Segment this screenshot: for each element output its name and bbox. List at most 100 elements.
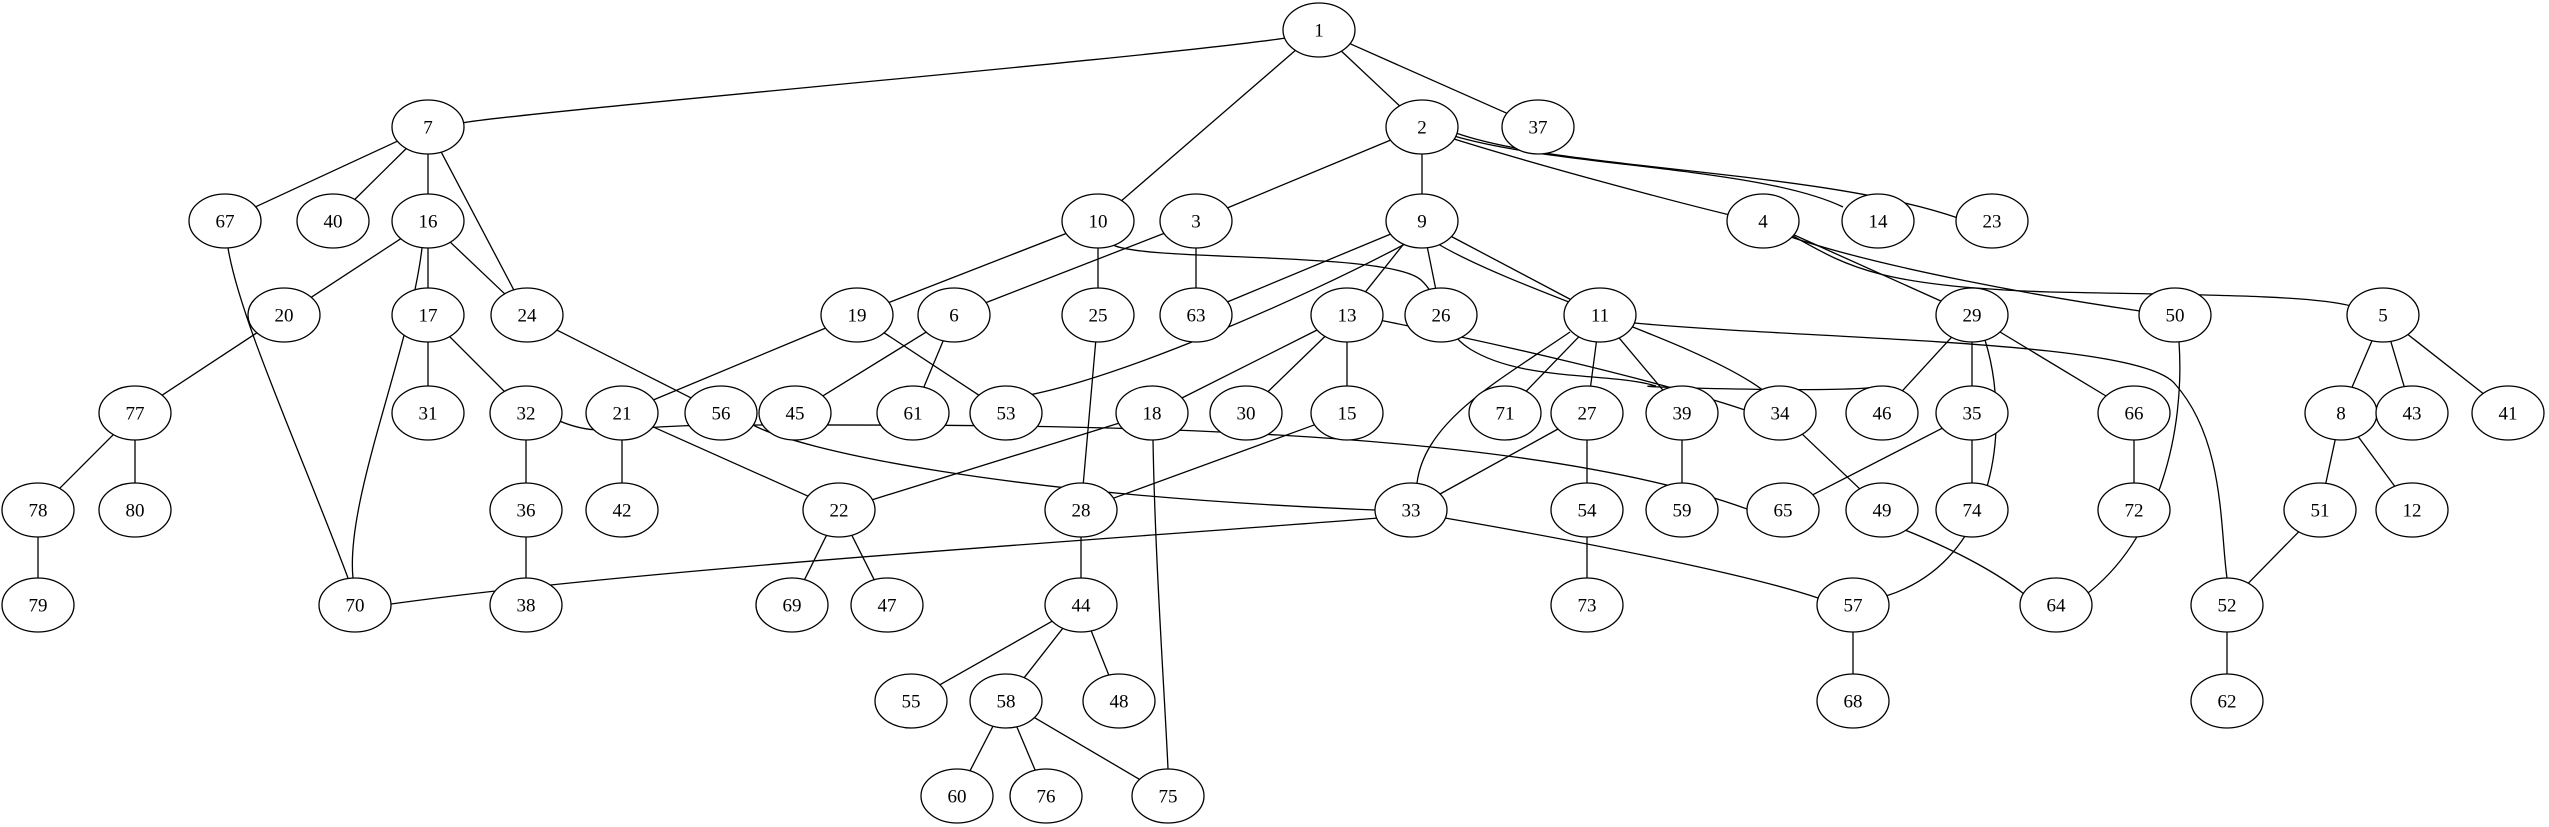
edge-16-24 <box>449 241 506 295</box>
node-6: 6 <box>917 287 991 343</box>
node-58: 58 <box>969 673 1043 729</box>
edge-19-21 <box>653 327 826 401</box>
edge-13-30 <box>1267 335 1326 393</box>
edge-17-32 <box>449 336 505 392</box>
edge-line <box>461 37 1287 124</box>
node-label: 79 <box>29 596 48 617</box>
node-ellipse <box>1131 768 1205 824</box>
node-ellipse <box>1501 99 1575 155</box>
edge-77-78 <box>59 434 114 489</box>
edge-11-39 <box>1618 337 1664 391</box>
node-69: 69 <box>755 577 829 633</box>
edge-50-64 <box>2083 341 2181 597</box>
edge-line <box>227 247 349 579</box>
edge-line <box>59 434 114 489</box>
edge-line <box>1090 630 1110 676</box>
edge-58-60 <box>969 725 994 772</box>
node-ellipse <box>820 287 894 343</box>
edge-line <box>2390 341 2405 387</box>
node-label: 45 <box>786 404 805 425</box>
node-ellipse <box>1935 287 2009 343</box>
node-label: 1 <box>1314 21 1324 42</box>
node-ellipse <box>874 673 948 729</box>
node-77: 77 <box>98 385 172 441</box>
node-label: 15 <box>1338 404 1357 425</box>
node-ellipse <box>2097 482 2171 538</box>
edge-line <box>1453 135 1844 208</box>
node-ellipse <box>98 482 172 538</box>
node-47: 47 <box>850 577 924 633</box>
node-59: 59 <box>1645 482 1719 538</box>
edge-9-63 <box>1227 233 1391 303</box>
node-4: 4 <box>1726 193 1800 249</box>
node-ellipse <box>2346 287 2420 343</box>
node-ellipse <box>1645 482 1719 538</box>
node-70: 70 <box>318 577 392 633</box>
node-label: 33 <box>1402 501 1421 522</box>
edge-line <box>1112 244 1883 391</box>
node-label: 29 <box>1963 306 1982 327</box>
edge-1-37 <box>1349 43 1508 114</box>
node-ellipse <box>318 577 392 633</box>
node-ellipse <box>1385 99 1459 155</box>
edge-line <box>1426 247 1437 289</box>
edge-line <box>822 331 927 397</box>
edge-24-56 <box>556 329 692 399</box>
edge-line <box>1904 529 2025 595</box>
node-34: 34 <box>1743 385 1817 441</box>
edge-line <box>1121 49 1296 202</box>
node-ellipse <box>1310 385 1384 441</box>
node-label: 12 <box>2403 501 2422 522</box>
edge-line <box>2083 341 2181 597</box>
node-label: 46 <box>1873 404 1892 425</box>
node-ellipse <box>1044 482 1118 538</box>
node-ellipse <box>850 577 924 633</box>
node-ellipse <box>1209 385 1283 441</box>
node-label: 77 <box>126 404 145 425</box>
edge-line <box>310 238 402 298</box>
edge-line <box>1812 427 1943 496</box>
node-ellipse <box>1061 287 1135 343</box>
edge-18-75 <box>1152 439 1169 770</box>
node-31: 31 <box>391 385 465 441</box>
node-12: 12 <box>2375 482 2449 538</box>
node-38: 38 <box>489 577 563 633</box>
node-label: 22 <box>830 501 849 522</box>
edge-line <box>1801 433 1861 490</box>
edge-29-57 <box>1885 339 1997 597</box>
node-label: 41 <box>2499 404 2518 425</box>
node-27: 27 <box>1550 385 1624 441</box>
node-label: 18 <box>1143 404 1162 425</box>
node-ellipse <box>2190 673 2264 729</box>
node-ellipse <box>2097 385 2171 441</box>
node-71: 71 <box>1468 385 1542 441</box>
node-ellipse <box>489 482 563 538</box>
edge-10-46 <box>1112 244 1883 391</box>
node-label: 30 <box>1237 404 1256 425</box>
edge-line <box>1340 50 1401 107</box>
node-65: 65 <box>1746 482 1820 538</box>
node-ellipse <box>1282 2 1356 58</box>
node-29: 29 <box>1935 287 2009 343</box>
node-label: 16 <box>419 212 438 233</box>
node-26: 26 <box>1404 287 1478 343</box>
node-label: 10 <box>1089 212 1108 233</box>
edge-33-57 <box>1444 517 1819 599</box>
edge-line <box>556 329 692 399</box>
node-22: 22 <box>802 482 876 538</box>
node-label: 39 <box>1673 404 1692 425</box>
node-62: 62 <box>2190 673 2264 729</box>
node-label: 50 <box>2166 306 2185 327</box>
edge-29-66 <box>1999 331 2107 397</box>
node-ellipse <box>1385 193 1459 249</box>
edge-49-64 <box>1904 529 2025 595</box>
node-ellipse <box>1374 482 1448 538</box>
edge-8-12 <box>2357 436 2396 487</box>
edge-line <box>803 535 828 580</box>
edge-2-4 <box>1453 138 1731 216</box>
edge-44-55 <box>939 620 1053 686</box>
edge-1-2 <box>1340 50 1401 107</box>
edge-2-3 <box>1227 139 1391 209</box>
node-ellipse <box>1044 577 1118 633</box>
node-ellipse <box>1816 577 1890 633</box>
